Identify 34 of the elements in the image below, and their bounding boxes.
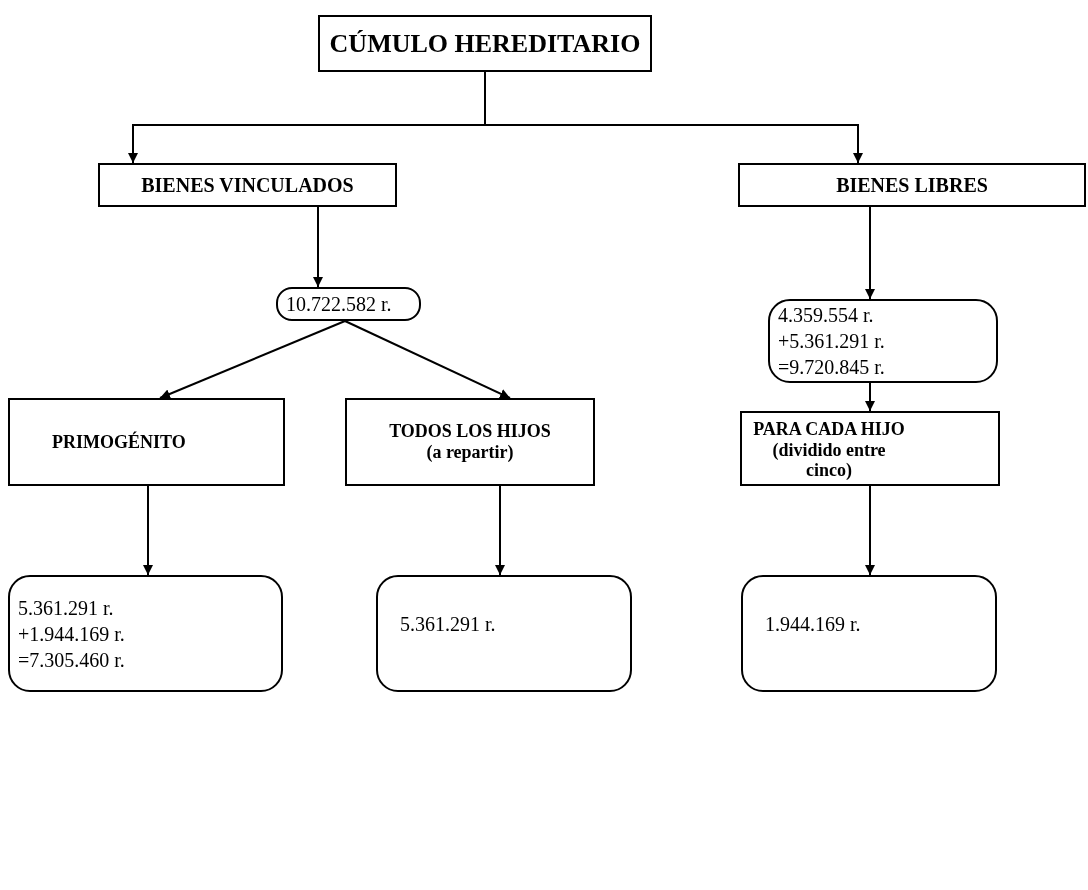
amount-text: =7.305.460 r. — [18, 647, 125, 673]
amount-text: +5.361.291 r. — [778, 329, 885, 354]
arrow — [159, 320, 346, 399]
box-label: BIENES LIBRES — [836, 173, 988, 197]
rounded-box — [741, 575, 997, 692]
box-label: PRIMOGÉNITO — [52, 431, 186, 453]
process-box — [738, 163, 1086, 207]
amount-text: 5.361.291 r. — [400, 613, 496, 636]
arrow — [143, 485, 153, 576]
arrow — [865, 485, 875, 576]
arrow — [495, 485, 505, 576]
rounded-box — [768, 299, 998, 383]
process-box — [740, 411, 1000, 486]
amount-text: 5.361.291 r. — [18, 595, 114, 621]
amount-text: 4.359.554 r. — [778, 303, 874, 328]
box-label: PARA CADA HIJO (dividido entre cinco) — [752, 419, 906, 482]
amount-text: +1.944.169 r. — [18, 621, 125, 647]
rounded-box — [276, 287, 421, 321]
amount-text: 1.944.169 r. — [765, 613, 861, 636]
arrow — [865, 206, 875, 300]
box-label: TODOS LOS HIJOS (a repartir) — [388, 421, 552, 463]
process-box — [8, 398, 285, 486]
rounded-box — [8, 575, 283, 692]
process-box — [345, 398, 595, 486]
box-label: CÚMULO HEREDITARIO — [329, 28, 641, 59]
process-box — [318, 15, 652, 72]
arrow — [865, 382, 875, 412]
arrow — [313, 206, 323, 288]
box-label: BIENES VINCULADOS — [141, 173, 354, 197]
amount-text: 10.722.582 r. — [286, 292, 392, 316]
rounded-box — [376, 575, 632, 692]
arrow — [344, 320, 511, 399]
amount-text: =9.720.845 r. — [778, 355, 885, 380]
process-box — [98, 163, 397, 207]
